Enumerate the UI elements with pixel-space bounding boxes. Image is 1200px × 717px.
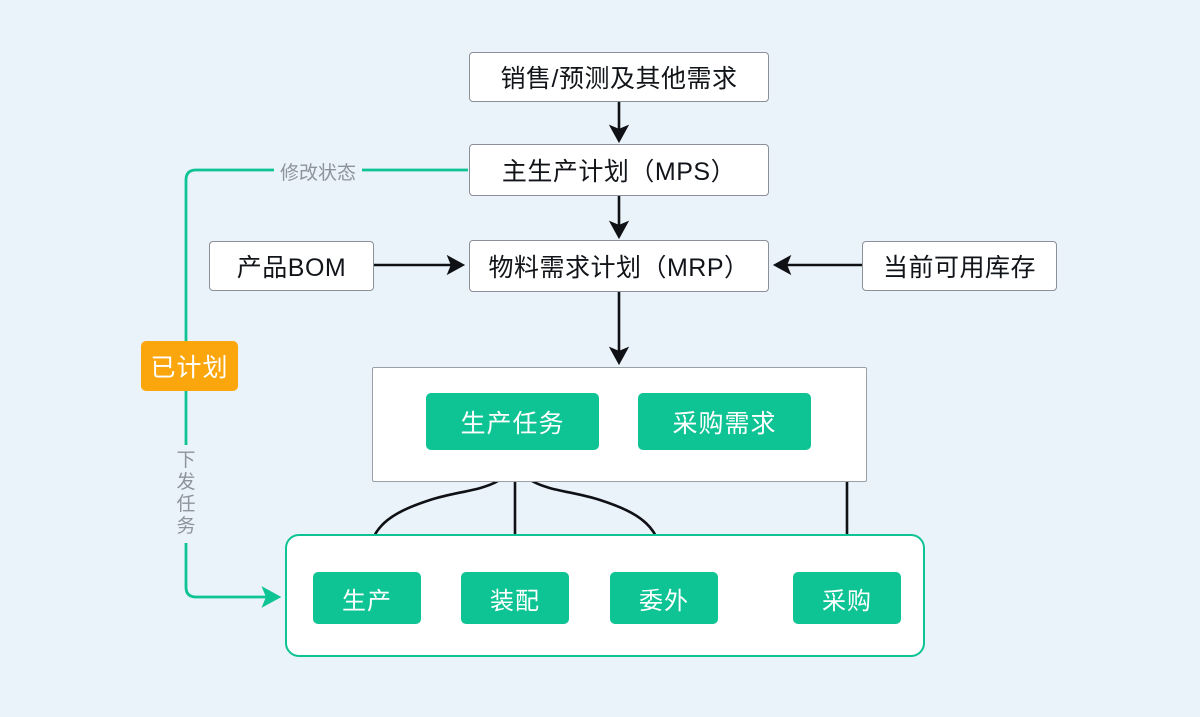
- node-mps[interactable]: 主生产计划（MPS）: [469, 144, 769, 196]
- node-bom-label: 产品BOM: [236, 254, 347, 282]
- node-order-outsourcing[interactable]: 委外: [610, 572, 718, 624]
- node-mrp-label: 物料需求计划（MRP）: [488, 254, 750, 282]
- node-production-task[interactable]: 生产任务: [426, 393, 599, 450]
- node-demand[interactable]: 销售/预测及其他需求: [469, 52, 769, 102]
- edge-label-modify-status: 修改状态: [274, 158, 363, 185]
- node-available-stock[interactable]: 当前可用库存: [862, 241, 1057, 291]
- node-order-purchase[interactable]: 采购: [793, 572, 901, 624]
- node-bom[interactable]: 产品BOM: [209, 241, 374, 291]
- node-available-stock-label: 当前可用库存: [882, 254, 1036, 282]
- node-purchase-demand-label: 采购需求: [672, 409, 777, 438]
- node-mps-label: 主生产计划（MPS）: [501, 158, 737, 186]
- node-order-production[interactable]: 生产: [313, 572, 421, 624]
- status-badge-planned-label: 已计划: [150, 354, 229, 382]
- node-order-outsourcing-label: 委外: [639, 587, 689, 615]
- node-purchase-demand[interactable]: 采购需求: [638, 393, 811, 450]
- node-mrp[interactable]: 物料需求计划（MRP）: [469, 240, 769, 292]
- node-order-production-label: 生产: [342, 587, 392, 615]
- node-order-assembly-label: 装配: [490, 587, 540, 615]
- edge-label-dispatch-task: 下发任务: [175, 445, 197, 544]
- node-production-task-label: 生产任务: [460, 409, 565, 438]
- node-order-purchase-label: 采购: [822, 587, 872, 615]
- status-badge-planned[interactable]: 已计划: [141, 341, 238, 391]
- node-demand-label: 销售/预测及其他需求: [500, 65, 738, 93]
- node-order-assembly[interactable]: 装配: [461, 572, 569, 624]
